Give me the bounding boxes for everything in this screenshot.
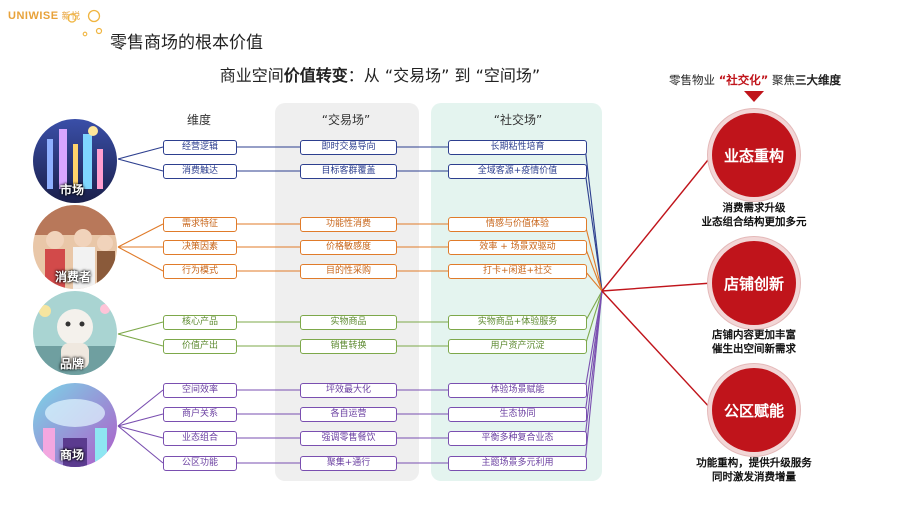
social-box: 用户资产沉淀 xyxy=(448,339,587,354)
trade-box: 各自运营 xyxy=(300,407,397,422)
dimension-box: 决策因素 xyxy=(163,240,237,255)
trade-box: 功能性消费 xyxy=(300,217,397,232)
dimension-desc-2: 店铺内容更加丰富 催生出空间新需求 xyxy=(670,328,838,356)
trade-box: 目的性采购 xyxy=(300,264,397,279)
trade-box: 价格敏感度 xyxy=(300,240,397,255)
dimension-desc-3: 功能重构，提供升级服务 同时激发消费增量 xyxy=(670,456,838,484)
trade-box: 目标客群覆盖 xyxy=(300,164,397,179)
dimension-box: 空间效率 xyxy=(163,383,237,398)
dimension-box: 业态组合 xyxy=(163,431,237,446)
right-heading-pre: 零售物业 xyxy=(669,73,719,87)
category-label-brand: 品牌 xyxy=(60,357,85,371)
trade-box: 聚集+通行 xyxy=(300,456,397,471)
dimension-circle-2: 店铺创新 xyxy=(712,241,796,325)
dimension-circle-3: 公区赋能 xyxy=(712,368,796,452)
trade-box: 销售转换 xyxy=(300,339,397,354)
logo-text: UNIWISE xyxy=(8,10,59,22)
down-arrow-icon xyxy=(744,91,764,102)
dimension-desc-line: 业态组合结构更加多元 xyxy=(701,216,807,228)
logo-cn: 新悦 xyxy=(61,11,81,21)
social-box: 情感与价值体验 xyxy=(448,217,587,232)
trade-box: 实物商品 xyxy=(300,315,397,330)
dimension-box: 公区功能 xyxy=(163,456,237,471)
dimension-desc-line: 店铺内容更加丰富 xyxy=(712,329,796,341)
right-heading-highlight: “社交化” xyxy=(718,73,769,87)
category-label-mall: 商场 xyxy=(60,448,85,462)
dimension-circle-1: 业态重构 xyxy=(712,113,796,197)
dimension-desc-line: 功能重构，提供升级服务 xyxy=(696,457,812,469)
social-box: 体验场景赋能 xyxy=(448,383,587,398)
social-box: 效率 + 场景双驱动 xyxy=(448,240,587,255)
category-label-market: 市场 xyxy=(60,183,85,197)
subtitle-bold: 价值转变 xyxy=(283,66,348,85)
trade-box: 坪效最大化 xyxy=(300,383,397,398)
market-image xyxy=(33,119,117,203)
social-box: 长期粘性培育 xyxy=(448,140,587,155)
dimension-box: 核心产品 xyxy=(163,315,237,330)
social-box: 全域客源+疫情价值 xyxy=(448,164,587,179)
mall-image xyxy=(33,383,117,467)
right-heading-bold: 三大维度 xyxy=(794,73,841,87)
social-box: 主题场景多元利用 xyxy=(448,456,587,471)
category-label-consumer: 消费者 xyxy=(55,270,92,284)
dimension-desc-1: 消费需求升级 业态组合结构更加多元 xyxy=(670,201,838,229)
social-box: 平衡多种复合业态 xyxy=(448,431,587,446)
dimension-box: 需求特征 xyxy=(163,217,237,232)
subtitle-post: ：从 “交易场” 到 “空间场” xyxy=(347,66,541,85)
trade-box: 强调零售餐饮 xyxy=(300,431,397,446)
social-box: 实物商品+体验服务 xyxy=(448,315,587,330)
dimension-box: 商户关系 xyxy=(163,407,237,422)
trade-header: “交易场” xyxy=(321,113,371,127)
dimension-desc-line: 催生出空间新需求 xyxy=(712,343,796,355)
dimension-box: 行为模式 xyxy=(163,264,237,279)
logo-circles-icon xyxy=(67,9,103,37)
dimension-box: 经营逻辑 xyxy=(163,140,237,155)
social-header: “社交场” xyxy=(493,113,543,127)
dimension-box: 消费触达 xyxy=(163,164,237,179)
dimension-desc-line: 同时激发消费增量 xyxy=(712,471,796,483)
dimension-desc-line: 消费需求升级 xyxy=(722,202,786,214)
social-box: 打卡+闲逛+社交 xyxy=(448,264,587,279)
subtitle-pre: 商业空间 xyxy=(219,66,284,85)
dimension-box: 价值产出 xyxy=(163,339,237,354)
right-heading-mid: 聚焦 xyxy=(768,73,795,87)
right-heading: 零售物业 “社交化” 聚焦三大维度 xyxy=(630,72,880,88)
dimension-header: 维度 xyxy=(186,113,211,127)
page-title: 零售商场的根本价值 xyxy=(110,33,263,53)
trade-box: 即时交易导向 xyxy=(300,140,397,155)
social-box: 生态协同 xyxy=(448,407,587,422)
subtitle: 商业空间价值转变：从 “交易场” 到 “空间场” xyxy=(0,62,760,86)
